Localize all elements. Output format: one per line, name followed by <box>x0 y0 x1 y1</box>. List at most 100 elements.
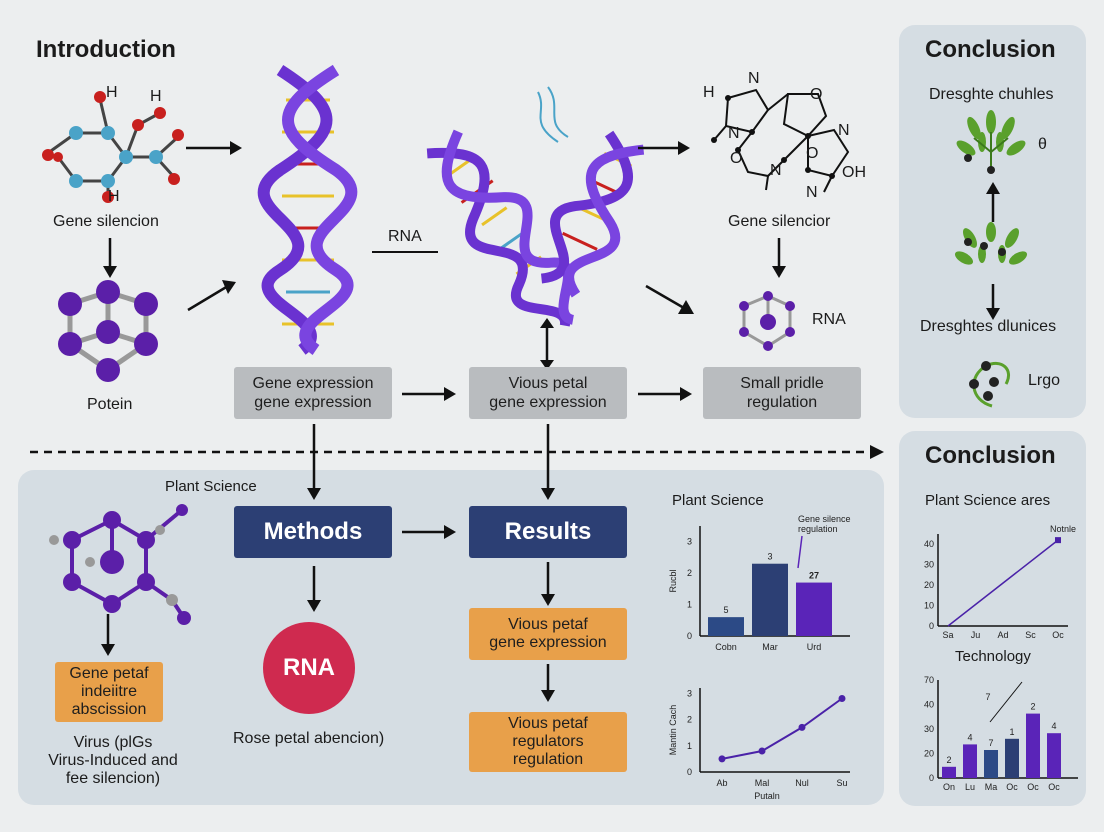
molecule-1-label: Gene silencion <box>53 213 159 230</box>
chem-atom-o3: O <box>730 150 743 167</box>
orange-box-left: Gene petaf indeiitre abscission <box>55 662 163 722</box>
rna-caption: Rose petal abencion) <box>233 730 385 747</box>
rna-line <box>372 251 438 253</box>
chart1-data-label: 27 <box>809 571 819 581</box>
chart4-data-label: 4 <box>1051 721 1056 731</box>
chart2-xtick: Nul <box>795 778 809 788</box>
chart3-xtick: Sc <box>1025 630 1036 640</box>
plant-science-label: Plant Science <box>165 478 257 495</box>
chart1-ytick: 0 <box>687 631 692 641</box>
chart1-data-label: 5 <box>723 605 728 615</box>
chart2-xtick: Mal <box>755 778 770 788</box>
chart4-annotation-line <box>989 681 1023 723</box>
chart4-data-label: 7 <box>988 738 993 748</box>
chart2-ylabel: Mantin Cach <box>668 705 678 756</box>
dna-helix-2-icon <box>426 86 645 327</box>
orange-box-mid-2: Vious petaf regulators regulation <box>469 712 627 772</box>
chart1-xtick: Urd <box>807 642 822 652</box>
chart3-series-line <box>947 539 1059 627</box>
chart2-point <box>798 723 806 731</box>
arrow-down-conclusion <box>986 284 1000 320</box>
orange-box-mid-1-line2: gene expression <box>489 634 607 651</box>
chart1-ylabel: Rucbl <box>668 569 678 592</box>
orange-box-mid-2-line2: regulators <box>512 733 584 750</box>
arrow-right-1 <box>186 141 242 155</box>
chart4-data-label: 4 <box>967 732 972 742</box>
chart2-xtick: Su <box>836 778 847 788</box>
small-molecule-icon <box>739 291 795 351</box>
arrow-diag-2 <box>645 284 694 314</box>
arrow-up-conclusion <box>986 182 1000 222</box>
dna-helix-1-icon <box>257 64 358 355</box>
rna-circle-label: RNA <box>283 654 335 681</box>
chart1-ytick: 1 <box>687 600 692 610</box>
chart2-ytick: 1 <box>687 741 692 751</box>
chart4-annotation: 7 <box>985 692 990 702</box>
virus-caption-line3: fee silencion) <box>65 770 161 787</box>
chart3-xtick: Ju <box>971 630 981 640</box>
small-molecule-label: RNA <box>812 311 846 328</box>
arrow-right-methods-results <box>402 525 456 539</box>
chart3-annotation: Notnle <box>1050 524 1076 534</box>
protein-label: Potein <box>87 396 133 413</box>
chart4-data-label: 2 <box>946 755 951 765</box>
chart3-point <box>1055 537 1061 544</box>
chem-structure-label: Gene silencior <box>728 213 831 230</box>
methods-box: Methods <box>234 506 392 558</box>
gray-box-1-line1: Gene expression <box>252 375 374 392</box>
chem-atom-oh: OH <box>842 164 866 181</box>
chart4-bar <box>1047 733 1061 778</box>
chart4-ytick: 40 <box>924 700 934 710</box>
protein-molecule-icon <box>58 280 158 382</box>
orange-box-mid-1: Vious petaf gene expression <box>469 608 627 660</box>
arrow-right-2 <box>638 141 690 155</box>
chart2-point <box>838 695 846 702</box>
gray-box-1-line2: gene expression <box>254 394 372 411</box>
arrow-down-1 <box>103 238 117 278</box>
chart4-xtick: On <box>943 782 955 792</box>
virus-caption-line2: Virus-Induced and <box>48 752 178 769</box>
plant-icon-1 <box>956 110 1026 174</box>
conclusion-top-symbol: θ <box>1038 136 1047 153</box>
chart4-bar <box>942 766 956 778</box>
gray-box-2: Vious petal gene expression <box>469 367 627 419</box>
conclusion-bottom-title: Conclusion <box>925 442 1056 469</box>
intro-title: Introduction <box>36 36 176 63</box>
chart3-ytick: 40 <box>924 539 934 549</box>
chart1-annotation-line <box>797 535 803 569</box>
chart1-xtick: Cobn <box>715 642 737 652</box>
arrow-down-4 <box>307 566 321 612</box>
chart4-ytick: 20 <box>924 749 934 759</box>
chart3-xtick: Ad <box>997 630 1008 640</box>
chart3-ytick: 0 <box>929 621 934 631</box>
rna-arrow-label: RNA <box>388 228 422 245</box>
chart2-point <box>758 747 766 755</box>
chart4-bar <box>984 750 998 778</box>
arrow-right-4 <box>638 387 692 401</box>
orange-box-left-line3: abscission <box>71 701 147 718</box>
orange-box-left-line1: Gene petaf <box>69 665 149 682</box>
chart1-xtick: Mar <box>762 642 778 652</box>
arrow-right-3 <box>402 387 456 401</box>
chart4-xtick: Ma <box>985 782 998 792</box>
chart1-ytick: 3 <box>687 537 692 547</box>
chem-atom-n3: N <box>838 122 850 139</box>
arrow-diag-1 <box>187 280 236 312</box>
arrow-down-3 <box>101 614 115 656</box>
chem-atom-o2: O <box>806 145 819 162</box>
chart4-ytick: 30 <box>924 724 934 734</box>
chart1-bar <box>708 617 744 636</box>
chart3-xtick: Oc <box>1052 630 1064 640</box>
plant-icon-2 <box>954 222 1028 265</box>
molecule-1-atom-h3: H <box>108 188 120 205</box>
chart3-title: Plant Science ares <box>925 492 1051 509</box>
chart3-xtick: Sa <box>942 630 953 640</box>
chart4-ytick: 70 <box>924 675 934 685</box>
chart2-ytick: 3 <box>687 688 692 698</box>
chem-atom-o1: O <box>810 86 823 103</box>
gray-box-3-line1: Small pridle <box>740 375 824 392</box>
